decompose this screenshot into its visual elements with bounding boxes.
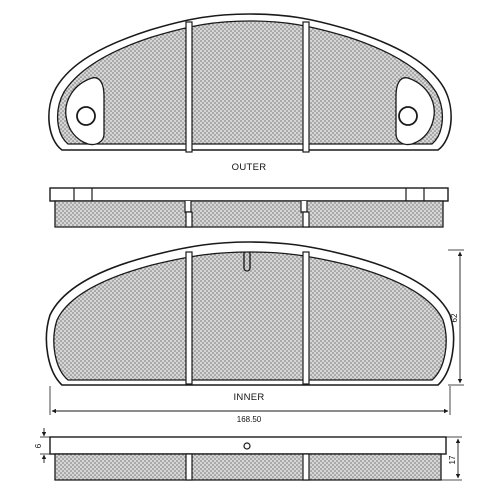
outer-right-hole bbox=[398, 106, 418, 126]
outer-pad-view: OUTER bbox=[48, 13, 452, 173]
side2-wear-indicator bbox=[243, 442, 251, 450]
backing-thickness-text: 6 bbox=[34, 443, 43, 448]
outer-friction-material bbox=[57, 20, 443, 145]
inner-slot-right bbox=[302, 251, 310, 385]
inner-backing-plate bbox=[45, 241, 455, 386]
side-view-top bbox=[49, 187, 449, 228]
side1-backing-plate bbox=[49, 187, 449, 202]
height-dimension-text: 62 bbox=[450, 313, 459, 322]
side2-friction-material bbox=[54, 453, 442, 481]
inner-slot-left bbox=[185, 251, 193, 385]
total-thickness-text: 17 bbox=[448, 455, 457, 464]
side1-friction-material bbox=[54, 200, 444, 228]
outer-slot-right bbox=[302, 21, 310, 153]
outer-slot-left bbox=[185, 21, 193, 153]
outer-backing-plate bbox=[48, 13, 452, 151]
inner-label: INNER bbox=[233, 392, 264, 403]
side-view-bottom: 6 17 bbox=[34, 428, 462, 481]
inner-pad-view: INNER 62 168.50 bbox=[45, 241, 464, 424]
outer-left-hole bbox=[76, 106, 96, 126]
inner-friction-material bbox=[53, 251, 447, 381]
outer-label: OUTER bbox=[232, 162, 267, 173]
wear-indicator-clip bbox=[243, 252, 251, 272]
width-dimension-text: 168.50 bbox=[237, 415, 262, 424]
